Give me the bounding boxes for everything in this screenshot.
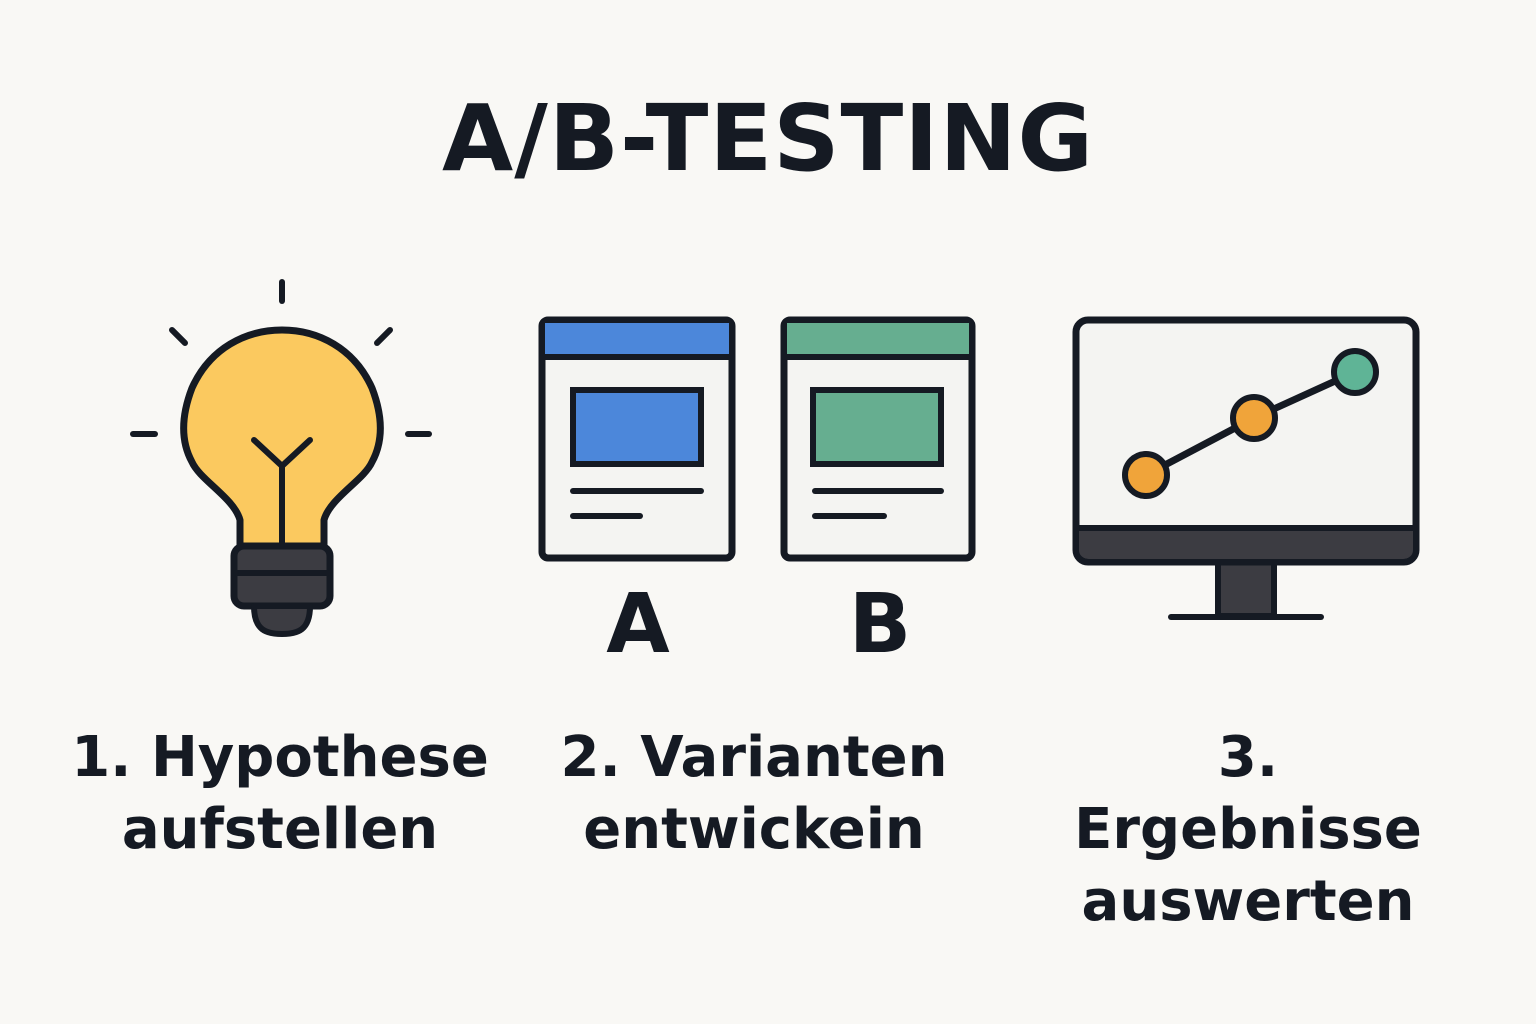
step-3-line-2: auswerten bbox=[1081, 869, 1415, 934]
illustrations: A B bbox=[130, 279, 1420, 672]
monitor-chart-icon bbox=[1072, 316, 1420, 620]
step-3-line-1: 3. Ergebnisse bbox=[1074, 725, 1422, 862]
step-2-line-2: entwickein bbox=[583, 797, 925, 862]
variant-a-label: A bbox=[606, 577, 670, 672]
step-1-line-2: aufstellen bbox=[121, 797, 439, 862]
step-1-line-1: 1. Hypothese bbox=[71, 725, 489, 790]
step-2-label: 2. Varianten entwickein bbox=[544, 722, 964, 866]
step-2-line-1: 2. Varianten bbox=[560, 725, 948, 790]
variant-b-label: B bbox=[849, 577, 912, 672]
variant-b-window bbox=[780, 316, 976, 562]
variant-a-window bbox=[538, 316, 736, 562]
lightbulb-icon bbox=[130, 279, 432, 637]
step-1-label: 1. Hypothese aufstellen bbox=[70, 722, 490, 866]
page-title: A/B-TESTING bbox=[442, 85, 1094, 192]
step-3-label: 3. Ergebnisse auswerten bbox=[1038, 722, 1458, 938]
